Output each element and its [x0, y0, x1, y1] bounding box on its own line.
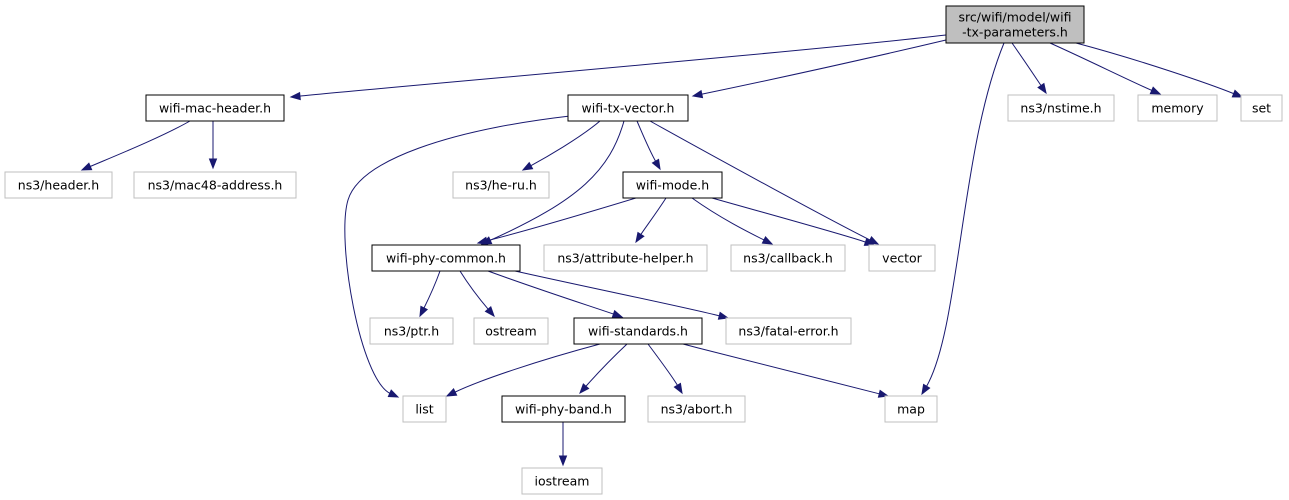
edge-phy-common-to-standards: [487, 270, 624, 318]
edge-root-to-map: [921, 42, 1005, 396]
node-memory: memory: [1137, 94, 1218, 122]
node-list: list: [402, 395, 447, 423]
node-label: ns3/he-ru.h: [465, 178, 537, 193]
node-phy-band[interactable]: wifi-phy-band.h: [501, 395, 626, 423]
edge-mode-to-attribute-helper: [635, 197, 667, 244]
node-nstime: ns3/nstime.h: [1007, 94, 1115, 122]
nodes-layer: src/wifi/model/wifi-tx-parameters.h wifi-…: [4, 5, 1283, 495]
node-fatal-error: ns3/fatal-error.h: [725, 317, 852, 345]
edge-root-to-nstime: [1011, 42, 1047, 95]
node-phy-common[interactable]: wifi-phy-common.h: [371, 244, 521, 272]
node-map: map: [884, 395, 938, 423]
node-label: ns3/ptr.h: [384, 324, 439, 339]
node-tx-vector[interactable]: wifi-tx-vector.h: [567, 94, 689, 122]
node-label: ostream: [485, 324, 536, 339]
node-root[interactable]: src/wifi/model/wifi-tx-parameters.h: [945, 5, 1085, 44]
edge-root-to-memory: [1049, 42, 1162, 95]
edge-phy-common-to-ptr: [419, 270, 441, 318]
edge-mode-to-callback: [691, 197, 774, 245]
node-abort: ns3/abort.h: [647, 395, 746, 423]
node-ostream: ostream: [473, 317, 549, 345]
node-label: vector: [882, 251, 923, 266]
node-label: wifi-phy-band.h: [515, 402, 612, 417]
edge-mode-to-vector: [711, 197, 876, 246]
edge-tx-vector-to-mode: [636, 120, 661, 171]
node-iostream: iostream: [521, 467, 603, 495]
edge-mode-to-phy-common: [476, 197, 637, 245]
node-label: memory: [1151, 101, 1204, 116]
node-he-ru: ns3/he-ru.h: [452, 171, 550, 199]
node-label: wifi-mode.h: [636, 178, 709, 193]
edge-root-to-tx-vector: [691, 39, 947, 99]
node-label: src/wifi/model/wifi: [959, 10, 1072, 25]
node-mode[interactable]: wifi-mode.h: [622, 171, 723, 199]
edge-root-to-mac-header: [289, 34, 947, 101]
node-label: list: [415, 402, 433, 417]
edge-mac-header-to-mac48: [208, 121, 218, 170]
node-label: ns3/callback.h: [743, 251, 833, 266]
node-callback: ns3/callback.h: [730, 244, 846, 272]
edge-standards-to-list: [445, 343, 601, 397]
edge-root-to-set: [1075, 42, 1244, 98]
node-label: wifi-phy-common.h: [386, 251, 506, 266]
node-header: ns3/header.h: [4, 171, 113, 199]
edge-standards-to-abort: [647, 343, 683, 395]
node-label: iostream: [535, 474, 590, 489]
node-standards[interactable]: wifi-standards.h: [573, 317, 703, 345]
edge-tx-vector-to-list: [344, 115, 571, 398]
edges-layer: [80, 34, 1244, 467]
node-label: wifi-mac-header.h: [159, 101, 271, 116]
node-label: set: [1252, 101, 1271, 116]
node-mac-header[interactable]: wifi-mac-header.h: [145, 94, 285, 122]
node-label: -tx-parameters.h: [962, 25, 1068, 40]
edge-phy-common-to-ostream: [459, 270, 495, 318]
node-vector: vector: [868, 244, 936, 272]
edge-tx-vector-to-he-ru: [521, 120, 601, 171]
node-label: wifi-tx-vector.h: [582, 101, 675, 116]
edge-phy-band-to-iostream: [558, 421, 568, 467]
node-set: set: [1240, 94, 1283, 122]
edge-standards-to-map: [682, 343, 890, 398]
node-label: ns3/header.h: [18, 178, 99, 193]
node-label: ns3/mac48-address.h: [148, 178, 283, 193]
node-label: wifi-standards.h: [588, 324, 688, 339]
edge-standards-to-phy-band: [579, 343, 628, 395]
node-label: map: [897, 402, 925, 417]
node-label: ns3/nstime.h: [1020, 101, 1101, 116]
node-label: ns3/attribute-helper.h: [557, 251, 693, 266]
node-attribute-helper: ns3/attribute-helper.h: [543, 244, 708, 272]
node-label: ns3/abort.h: [661, 402, 733, 417]
edge-mac-header-to-header: [80, 120, 191, 171]
node-ptr: ns3/ptr.h: [369, 317, 454, 345]
node-mac48: ns3/mac48-address.h: [133, 171, 297, 199]
node-label: ns3/fatal-error.h: [738, 324, 838, 339]
edge-phy-common-to-fatal-error: [514, 270, 730, 320]
